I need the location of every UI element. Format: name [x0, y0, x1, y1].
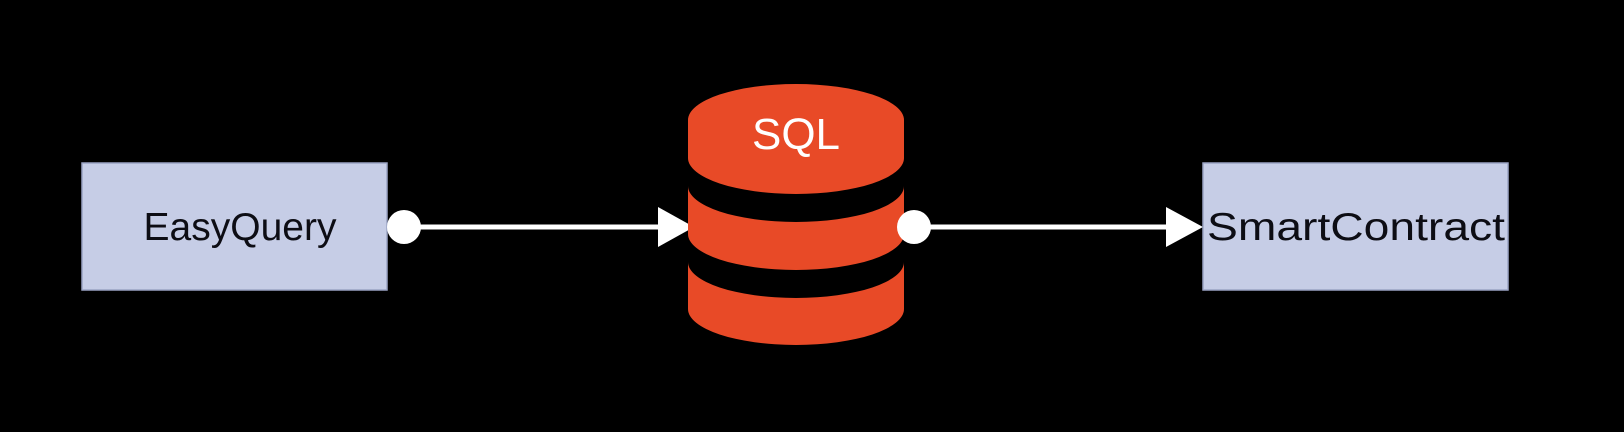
- database-segment-middle: [688, 186, 904, 270]
- easyquery-label: EasyQuery: [144, 206, 337, 249]
- smartcontract-box: [1202, 162, 1509, 291]
- edge-sql-to-smartcontract: [897, 207, 1203, 247]
- easyquery-box: [81, 162, 388, 291]
- arrowhead-icon: [1166, 207, 1203, 247]
- arrowhead-icon: [658, 207, 694, 247]
- database-segment-bottom: [688, 262, 904, 345]
- database-segment-top: [688, 84, 904, 194]
- smartcontract-label: SmartContract: [1207, 206, 1505, 249]
- sql-database-node: SQL: [688, 84, 904, 345]
- edge-easyquery-to-sql: [387, 207, 694, 247]
- smartcontract-node: SmartContract: [1202, 162, 1509, 291]
- easyquery-node: EasyQuery: [81, 162, 388, 291]
- sql-label: SQL: [752, 110, 840, 159]
